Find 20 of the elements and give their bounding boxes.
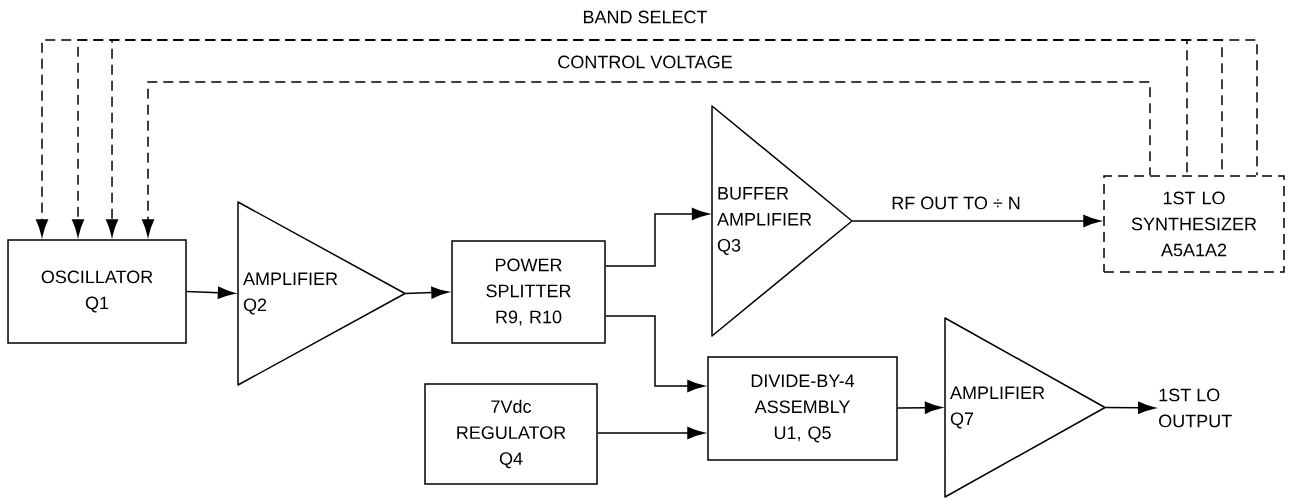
edge-label: BAND SELECT bbox=[579, 7, 711, 27]
block-box: 1ST LO SYNTHESIZER A5A1A2 bbox=[1103, 175, 1285, 273]
arrow bbox=[851, 214, 1101, 228]
arrow bbox=[186, 286, 236, 299]
arrow bbox=[404, 286, 449, 299]
arrow bbox=[597, 426, 705, 439]
block-box: OSCILLATOR Q1 bbox=[7, 239, 187, 344]
amplifier-triangle: AMPLIFIER Q2 bbox=[237, 201, 406, 386]
arrow bbox=[605, 207, 709, 267]
block-box: POWER SPLITTER R9, R10 bbox=[451, 240, 606, 344]
amplifier-triangle: AMPLIFIER Q7 bbox=[944, 317, 1106, 498]
edge-label: CONTROL VOLTAGE bbox=[554, 52, 736, 72]
block-box: DIVIDE-BY-4 ASSEMBLY U1, Q5 bbox=[707, 356, 898, 461]
arrow bbox=[605, 315, 705, 392]
arrow bbox=[142, 81, 1151, 237]
output-label: 1ST LO OUTPUT bbox=[1159, 388, 1232, 428]
block-box: 7Vdc REGULATOR Q4 bbox=[424, 383, 598, 485]
arrow bbox=[1104, 401, 1156, 414]
edge-label: RF OUT TO ÷ N bbox=[888, 193, 1024, 213]
amplifier-triangle: BUFFER AMPLIFIER Q3 bbox=[711, 105, 853, 337]
